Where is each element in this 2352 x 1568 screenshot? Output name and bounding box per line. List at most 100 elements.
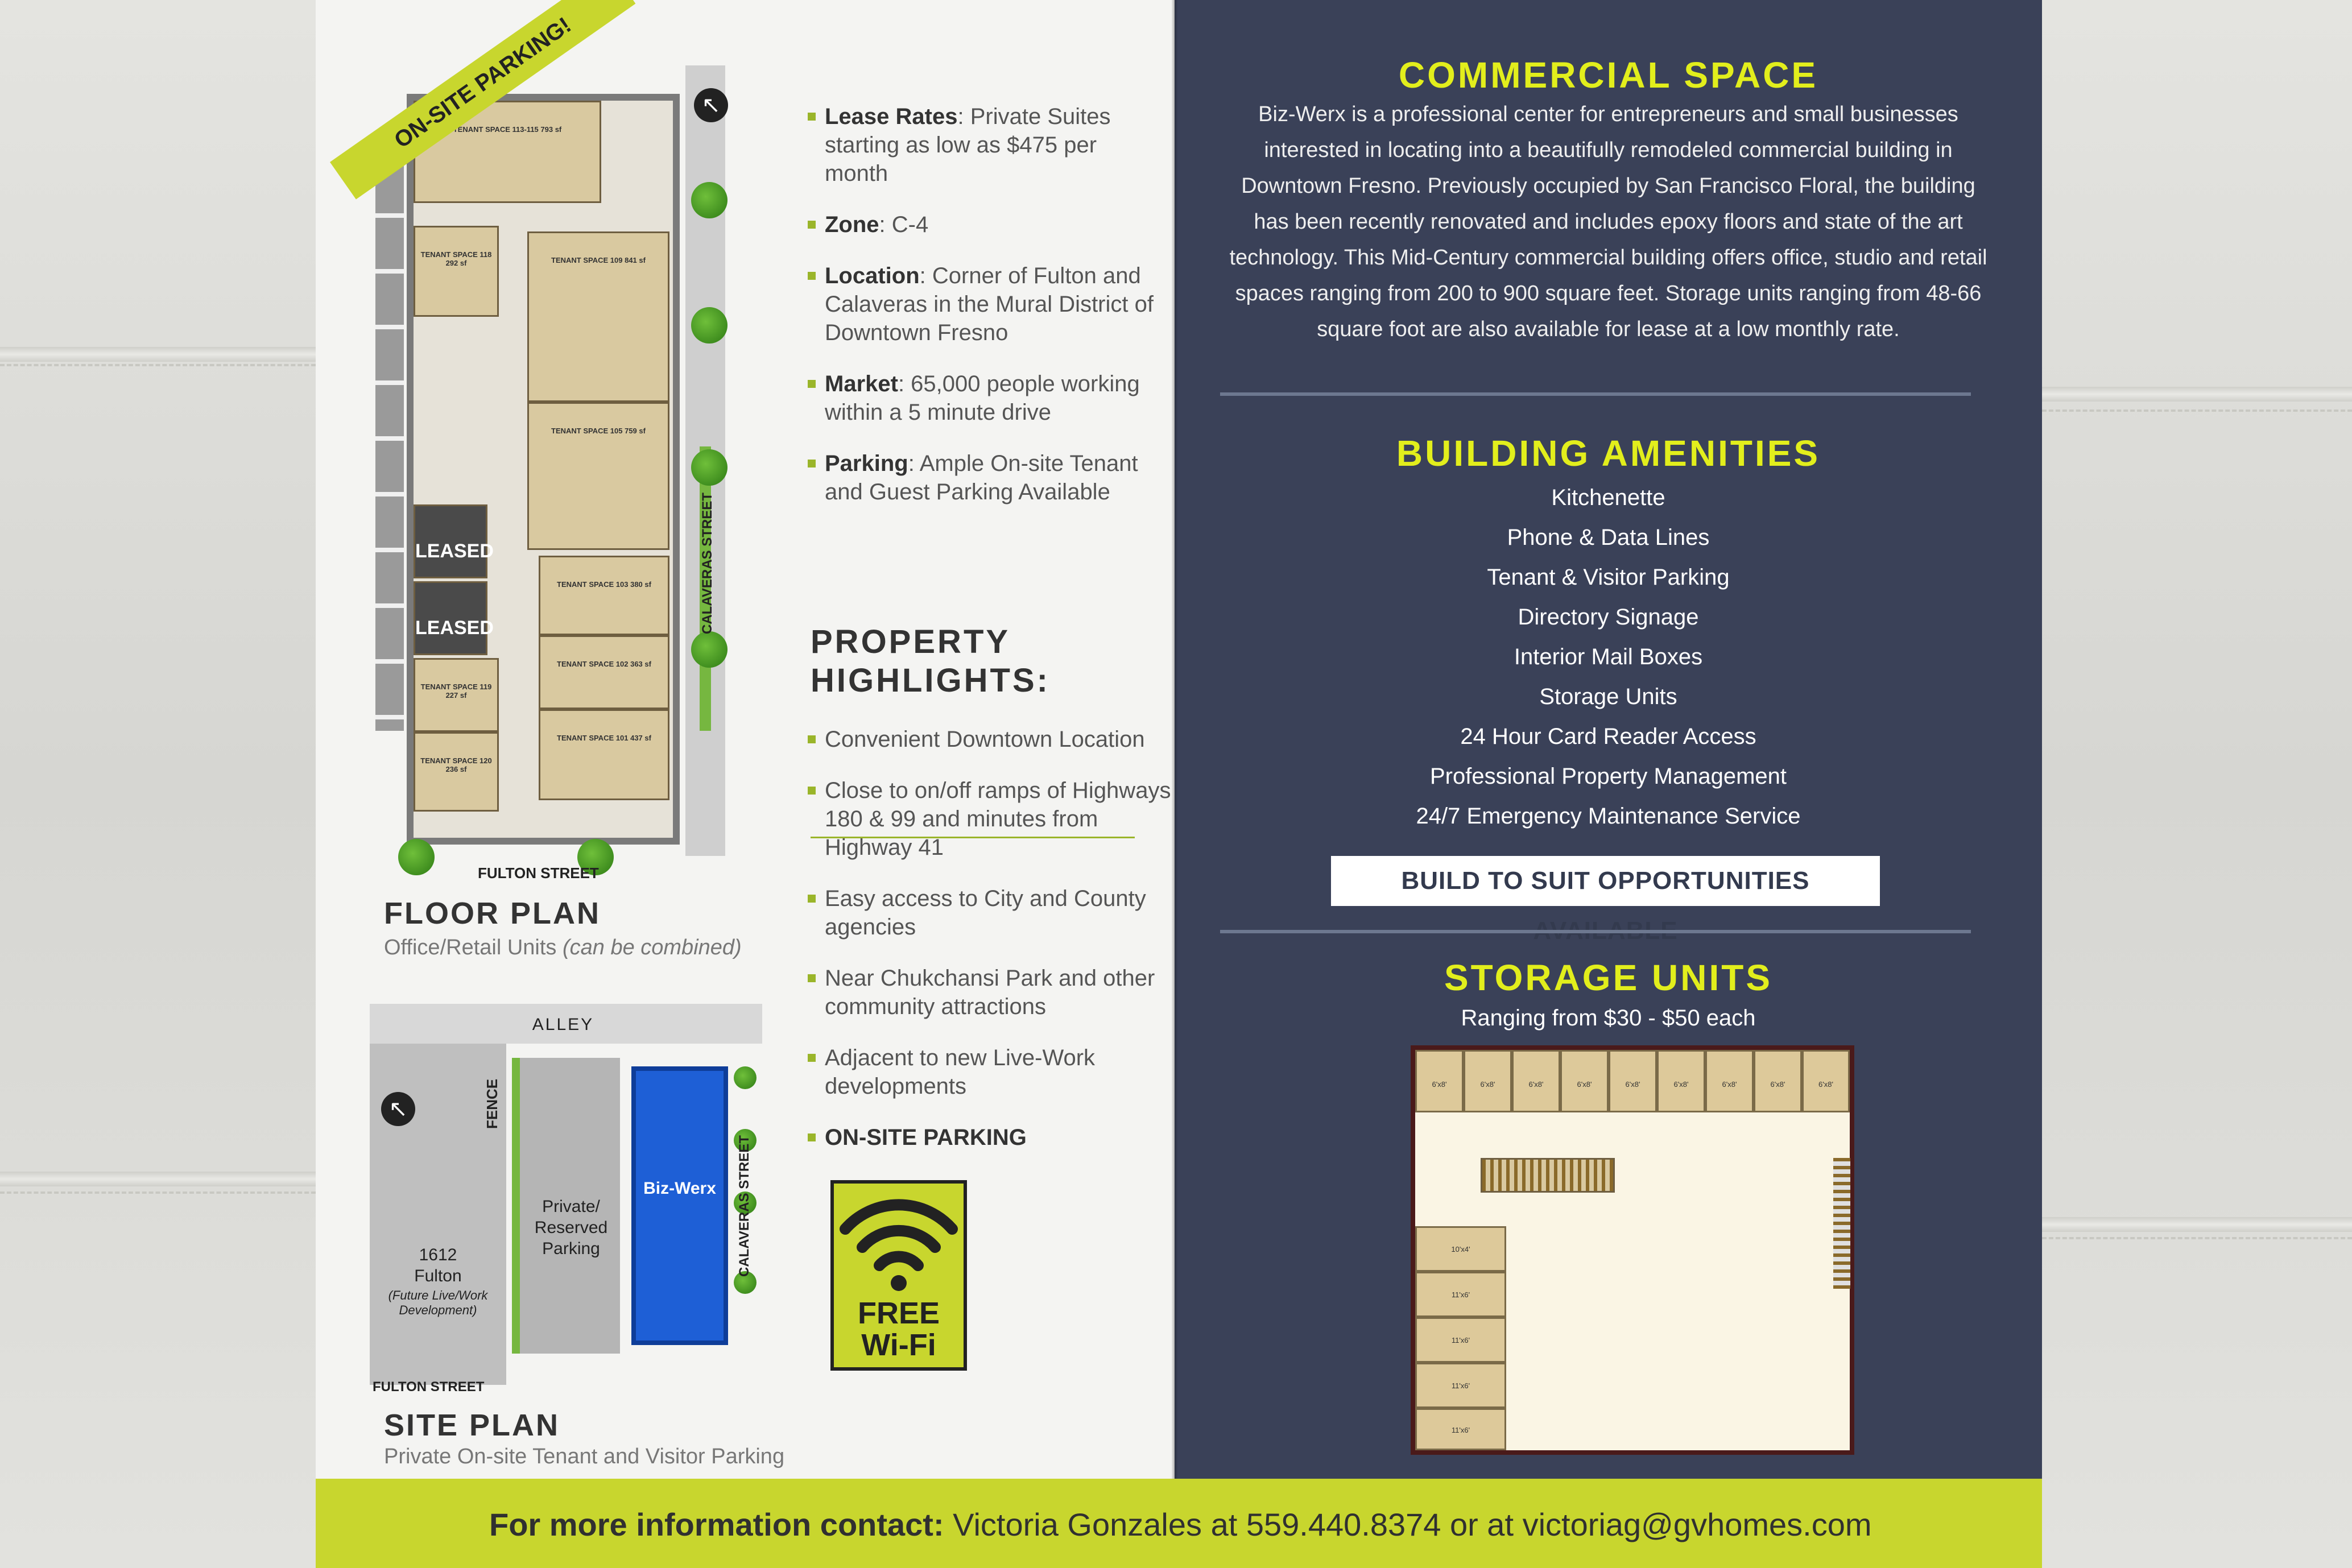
- street-label-fulton: FULTON STREET: [373, 1379, 485, 1395]
- list-item: 24/7 Emergency Maintenance Service: [1416, 804, 1801, 829]
- list-item: Market: 65,000 people working within a 5…: [808, 370, 1160, 427]
- street-label-calaveras: CALAVERAS STREET: [737, 1135, 752, 1277]
- list-item: Near Chukchansi Park and other community…: [808, 964, 1172, 1021]
- north-arrow-icon: ↖: [381, 1092, 415, 1126]
- list-item: Lease Rates: Private Suites starting as …: [808, 102, 1160, 188]
- build-to-suit-banner: BUILD TO SUIT OPPORTUNITIES AVAILABLE: [1331, 856, 1880, 945]
- list-item: Convenient Downtown Location: [808, 725, 1172, 754]
- parking-stalls: [375, 162, 404, 731]
- tree-icon: [734, 1066, 757, 1089]
- tree-icon: [691, 449, 727, 486]
- unit-105: TENANT SPACE 105 759 sf: [527, 402, 669, 550]
- stitch: [0, 1191, 316, 1194]
- unit-120: TENANT SPACE 120 236 sf: [414, 732, 499, 812]
- list-item: Kitchenette: [1551, 485, 1665, 510]
- north-arrow-icon: ↖: [694, 88, 728, 122]
- building-outline: TENANT SPACE 113-115 793 sf TENANT SPACE…: [407, 94, 680, 845]
- seam-right-bottom: [2042, 1217, 2352, 1232]
- list-item: Storage Units: [1539, 684, 1677, 709]
- list-item: Easy access to City and County agencies: [808, 884, 1172, 941]
- leased-unit-2: LEASED: [414, 581, 494, 655]
- commercial-space-description: Biz-Werx is a professional center for en…: [1229, 102, 1987, 341]
- unit-101: TENANT SPACE 101 437 sf: [539, 709, 669, 800]
- storage-unit: 11'x6': [1415, 1272, 1506, 1317]
- free-wifi-badge: FREE Wi-Fi: [830, 1180, 967, 1371]
- leased-unit-1: LEASED: [414, 504, 494, 578]
- storage-unit: 11'x6': [1415, 1408, 1506, 1450]
- tree-icon: [734, 1129, 757, 1152]
- contact-info: For more information contact: Victoria G…: [489, 1507, 1872, 1542]
- seam-left-top: [0, 347, 316, 362]
- tree-icon: [398, 839, 435, 875]
- seam-left-bottom: [0, 1172, 316, 1186]
- tree-icon: [691, 182, 727, 218]
- contact-footer: For more information contact: Victoria G…: [316, 1479, 2042, 1568]
- brochure-fold: [1172, 0, 1177, 1568]
- list-item: Parking: Ample On-site Tenant and Guest …: [808, 449, 1160, 506]
- site-plan-caption: Private On-site Tenant and Visitor Parki…: [384, 1445, 785, 1468]
- staircase: [1833, 1158, 1850, 1289]
- storage-unit: 6'x8': [1512, 1050, 1560, 1112]
- storage-unit: 6'x8': [1464, 1050, 1512, 1112]
- storage-unit: 6'x8': [1657, 1050, 1705, 1112]
- storage-unit: 10'x4': [1415, 1226, 1506, 1272]
- tree-icon: [691, 307, 727, 344]
- tree-icon: [734, 1271, 757, 1294]
- list-item: ON-SITE PARKING: [808, 1123, 1172, 1152]
- storage-building-outline: 6'x8' 6'x8' 6'x8' 6'x8' 6'x8' 6'x8' 6'x8…: [1411, 1045, 1854, 1455]
- tree-icon: [734, 1191, 757, 1214]
- storage-units-heading: STORAGE UNITS: [1444, 957, 1773, 998]
- unit-109: TENANT SPACE 109 841 sf: [527, 231, 669, 402]
- storage-unit: 6'x8': [1754, 1050, 1802, 1112]
- storage-unit: 6'x8': [1705, 1050, 1754, 1112]
- wifi-label-wifi: Wi-Fi: [861, 1328, 936, 1362]
- list-item: Zone: C-4: [808, 210, 1160, 239]
- list-item: Phone & Data Lines: [1507, 525, 1710, 550]
- list-item: Professional Property Management: [1430, 764, 1787, 789]
- private-parking: Private/ Reserved Parking: [512, 1058, 620, 1354]
- right-panel: COMMERCIAL SPACE Biz-Werx is a professio…: [1175, 0, 2042, 1479]
- storage-units-price: Ranging from $30 - $50 each: [1461, 1006, 1756, 1031]
- alley: ALLEY: [370, 1004, 762, 1044]
- list-item: Close to on/off ramps of Highways 180 & …: [808, 776, 1172, 862]
- storage-unit: 11'x6': [1415, 1363, 1506, 1408]
- lease-details-list: Lease Rates: Private Suites starting as …: [808, 102, 1160, 529]
- list-item: Directory Signage: [1518, 605, 1699, 630]
- unit-118: TENANT SPACE 118 292 sf: [414, 226, 499, 317]
- floor-plan-caption: Office/Retail Units (can be combined): [384, 936, 742, 959]
- seam-right-top: [2042, 387, 2352, 402]
- biz-werx-building: Biz-Werx: [631, 1066, 728, 1345]
- storage-floor-plan: 6'x8' 6'x8' 6'x8' 6'x8' 6'x8' 6'x8' 6'x8…: [1411, 1045, 1866, 1459]
- stitch: [2042, 409, 2352, 412]
- staircase: [1481, 1158, 1615, 1193]
- stitch: [2042, 1237, 2352, 1239]
- divider: [1220, 930, 1971, 933]
- tree-icon: [691, 631, 727, 668]
- tree-icon: [577, 839, 614, 875]
- storage-unit: 6'x8': [1560, 1050, 1609, 1112]
- site-plan-heading: SITE PLAN: [384, 1408, 560, 1442]
- unit-102: TENANT SPACE 102 363 sf: [539, 635, 669, 709]
- divider: [1220, 392, 1971, 396]
- left-panel: TENANT SPACE 113-115 793 sf TENANT SPACE…: [316, 0, 1175, 1479]
- commercial-space-heading: COMMERCIAL SPACE: [1398, 55, 1818, 96]
- unit-119: TENANT SPACE 119 227 sf: [414, 658, 499, 732]
- floor-plan-heading: FLOOR PLAN: [384, 896, 601, 930]
- floor-plan-diagram: TENANT SPACE 113-115 793 sf TENANT SPACE…: [330, 0, 751, 882]
- list-item: Adjacent to new Live-Work developments: [808, 1044, 1172, 1101]
- wifi-label-free: FREE: [857, 1296, 940, 1330]
- site-plan-diagram: ALLEY 1612 Fulton (Future Live/Work Deve…: [370, 1004, 762, 1395]
- stitch: [0, 364, 316, 366]
- fence-label: FENCE: [483, 1078, 501, 1129]
- storage-unit: 6'x8': [1415, 1050, 1464, 1112]
- list-item: Tenant & Visitor Parking: [1487, 565, 1730, 590]
- list-item: Location: Corner of Fulton and Calaveras…: [808, 262, 1160, 347]
- storage-unit: 11'x6': [1415, 1317, 1506, 1363]
- brochure: TENANT SPACE 113-115 793 sf TENANT SPACE…: [316, 0, 2042, 1568]
- storage-unit: 6'x8': [1802, 1050, 1850, 1112]
- property-highlights-list: Convenient Downtown Location Close to on…: [808, 725, 1172, 1174]
- highlight-underline: [811, 837, 1135, 838]
- building-amenities-heading: BUILDING AMENITIES: [1396, 433, 1821, 474]
- storage-unit: 6'x8': [1609, 1050, 1657, 1112]
- wifi-icon: [840, 1199, 958, 1291]
